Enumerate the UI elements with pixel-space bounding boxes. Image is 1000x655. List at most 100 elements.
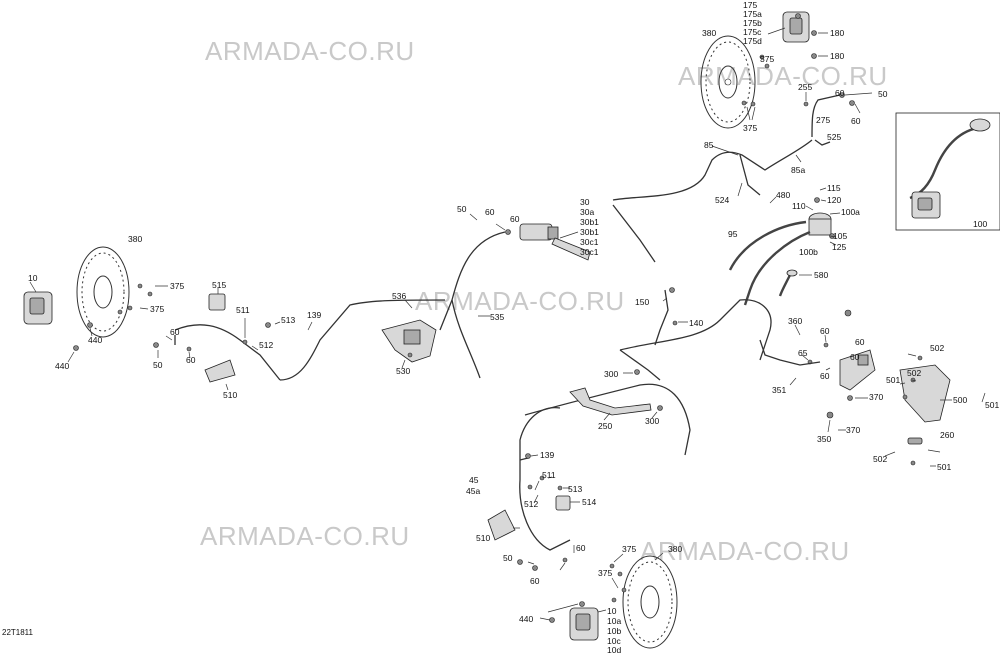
callout-139-b: 139	[540, 450, 554, 460]
callout-140: 140	[689, 318, 703, 328]
callout-275: 275	[816, 115, 830, 125]
callout-60-b: 60	[851, 116, 861, 126]
callout-30a: 30a	[580, 207, 594, 217]
callout-95: 95	[728, 229, 738, 239]
abs-module-icon	[381, 319, 437, 363]
callout-50-a: 50	[878, 89, 888, 99]
watermarks: ARMADA-CO.RU ARMADA-CO.RU ARMADA-CO.RU A…	[200, 36, 887, 566]
callout-375-e: 375	[622, 544, 636, 554]
callout-501-c: 501	[937, 462, 951, 472]
callout-375-f: 375	[598, 568, 612, 578]
callout-125: 125	[832, 242, 846, 252]
callout-10-b: 10	[607, 606, 617, 616]
callout-60-a: 60	[835, 88, 845, 98]
right-bracket-icon	[807, 309, 951, 466]
bolt-icon	[741, 30, 817, 107]
callout-100: 100	[973, 219, 987, 229]
callout-351: 351	[772, 385, 786, 395]
callout-85a: 85a	[791, 165, 805, 175]
callout-150: 150	[635, 297, 649, 307]
bottom-bracket-icon	[487, 453, 571, 571]
watermark-bottom-left: ARMADA-CO.RU	[200, 521, 410, 551]
brake-pedal-icon	[569, 387, 652, 416]
watermark-bottom-right: ARMADA-CO.RU	[640, 536, 850, 566]
callout-515: 515	[212, 280, 226, 290]
callout-510-a: 510	[223, 390, 237, 400]
callout-60-g: 60	[820, 326, 830, 336]
callout-300-b: 300	[645, 416, 659, 426]
hand-master-cylinder-icon	[505, 223, 591, 261]
callout-360: 360	[788, 316, 802, 326]
callout-65: 65	[798, 348, 808, 358]
callout-502-c: 502	[873, 454, 887, 464]
callout-30c1: 30c1	[580, 237, 599, 247]
callout-375-c: 375	[170, 281, 184, 291]
callout-10a: 10a	[607, 616, 621, 626]
callout-440-a: 440	[88, 335, 102, 345]
callout-45: 45	[469, 475, 479, 485]
callout-380-c: 380	[668, 544, 682, 554]
callout-10d: 10d	[607, 645, 621, 655]
callout-370-a: 370	[869, 392, 883, 402]
watermark-center: ARMADA-CO.RU	[415, 286, 625, 316]
callout-512-b: 512	[524, 499, 538, 509]
callout-60-h: 60	[855, 337, 865, 347]
diagram-reference: 22T1811	[2, 628, 34, 637]
callout-30c1-b: 30c1	[580, 247, 599, 257]
front-left-caliper-icon	[23, 291, 53, 325]
callout-513-b: 513	[568, 484, 582, 494]
front-right-brake-disc-icon	[622, 555, 678, 649]
callout-10: 10	[28, 273, 38, 283]
callout-60-c: 60	[485, 207, 495, 217]
callout-180-b: 180	[830, 51, 844, 61]
master-cylinder-reservoir-icon	[808, 197, 835, 239]
callout-250: 250	[598, 421, 612, 431]
pedal-detail-inset: 100	[895, 112, 1000, 231]
callout-175c: 175c	[743, 27, 762, 37]
callout-60-j: 60	[820, 371, 830, 381]
callout-85: 85	[704, 140, 714, 150]
callout-512-a: 512	[259, 340, 273, 350]
callout-175d: 175d	[743, 36, 762, 46]
callout-30: 30	[580, 197, 590, 207]
callout-50-d: 50	[503, 553, 513, 563]
callout-30b1: 30b1	[580, 217, 599, 227]
callout-502-a: 502	[930, 343, 944, 353]
callout-50-c: 50	[153, 360, 163, 370]
callout-375-a: 375	[760, 54, 774, 64]
left-bracket-icon	[153, 293, 271, 383]
callout-175b: 175b	[743, 18, 762, 28]
callout-60-k: 60	[530, 576, 540, 586]
callout-536: 536	[392, 291, 406, 301]
callout-105: 105	[833, 231, 847, 241]
callout-500: 500	[953, 395, 967, 405]
callout-120: 120	[827, 195, 841, 205]
front-left-brake-disc-icon	[76, 246, 130, 338]
callout-501-a: 501	[886, 375, 900, 385]
callout-530: 530	[396, 366, 410, 376]
callout-380-b: 380	[128, 234, 142, 244]
rear-brake-caliper-icon	[782, 11, 810, 43]
callout-510-b: 510	[476, 533, 490, 543]
callout-380-a: 380	[702, 28, 716, 38]
callout-375-d: 375	[150, 304, 164, 314]
callout-501-b: 501	[985, 400, 999, 410]
callout-139-a: 139	[307, 310, 321, 320]
callout-350: 350	[817, 434, 831, 444]
callout-175: 175	[743, 0, 757, 10]
callout-511-a: 511	[236, 305, 250, 315]
callout-535: 535	[490, 312, 504, 322]
callout-10c: 10c	[607, 636, 621, 646]
callout-255: 255	[798, 82, 812, 92]
callout-370-b: 370	[846, 425, 860, 435]
callout-480: 480	[776, 190, 790, 200]
callout-180-a: 180	[830, 28, 844, 38]
front-right-caliper-icon	[549, 563, 627, 641]
callout-514: 514	[582, 497, 596, 507]
callout-300-a: 300	[604, 369, 618, 379]
callout-100b: 100b	[799, 247, 818, 257]
callout-440-b: 440	[55, 361, 69, 371]
callout-502-b: 502	[907, 368, 921, 378]
callout-110: 110	[792, 201, 806, 211]
